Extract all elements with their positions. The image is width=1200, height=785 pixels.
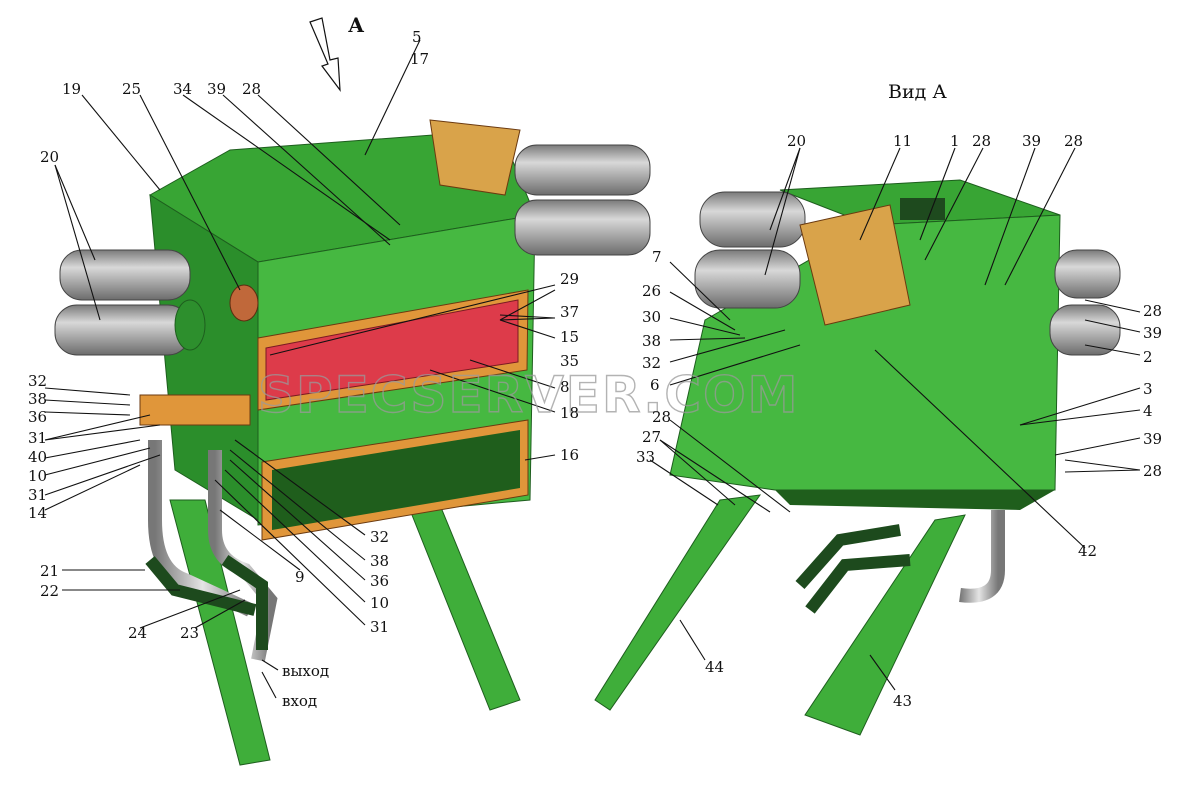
right-cylinders-left-view — [514, 144, 651, 256]
part-label: 16 — [560, 446, 579, 464]
part-label: 5 — [412, 28, 422, 46]
watermark-text: SPECSERVER.COM — [258, 366, 799, 424]
part-label: 10 — [370, 594, 389, 612]
part-label: 39 — [1022, 132, 1041, 150]
part-label: 25 — [122, 80, 141, 98]
right-part-labels: 20 11 1 28 39 28 7 26 30 38 32 6 28 39 2… — [636, 132, 1162, 710]
part-label: 27 — [642, 428, 661, 446]
right-view-cylinder-top — [699, 191, 806, 248]
leader-lines — [44, 39, 1141, 691]
part-label: 34 — [173, 80, 192, 98]
part-label: 24 — [128, 624, 147, 642]
right-body-bottom — [775, 490, 1055, 510]
part-label: 31 — [28, 486, 47, 504]
part-label: 39 — [1143, 430, 1162, 448]
part-label: 39 — [1143, 324, 1162, 342]
part-label: 4 — [1143, 402, 1153, 420]
right-leg-front — [594, 494, 762, 711]
part-label: 28 — [1064, 132, 1083, 150]
part-label: 28 — [972, 132, 991, 150]
part-label: 21 — [40, 562, 59, 580]
part-label: 42 — [1078, 542, 1097, 560]
right-hose-2 — [805, 554, 911, 614]
part-label: 32 — [370, 528, 389, 546]
part-label: 38 — [28, 390, 47, 408]
part-label: 32 — [28, 372, 47, 390]
lower-outlet-opening — [272, 430, 520, 530]
part-label: 3 — [1143, 380, 1153, 398]
part-label: 7 — [652, 248, 662, 266]
part-label: 28 — [1143, 302, 1162, 320]
right-hose-1 — [795, 524, 901, 589]
part-label: 20 — [40, 148, 59, 166]
switch-plate — [799, 204, 911, 326]
right-view-cylinder-far-top — [1054, 249, 1121, 299]
left-part-labels: 5 17 19 25 34 39 28 20 29 37 15 35 8 18 … — [28, 28, 579, 642]
right-view-cylinder-bottom — [694, 249, 801, 309]
part-label: 43 — [893, 692, 912, 710]
right-assembly-view — [594, 179, 1121, 736]
right-pipe-1 — [959, 510, 1005, 603]
part-label: 6 — [650, 376, 660, 394]
pipe-left — [148, 440, 253, 617]
part-label: 8 — [560, 378, 570, 396]
left-leg-front — [169, 499, 271, 766]
part-label: 26 — [642, 282, 661, 300]
top-bracket-plate — [429, 119, 521, 196]
part-label: 23 — [180, 624, 199, 642]
part-label: 37 — [560, 303, 579, 321]
part-label: 22 — [40, 582, 59, 600]
part-label: 31 — [28, 429, 47, 447]
view-title: Вид А — [888, 81, 947, 103]
round-port — [229, 284, 259, 322]
part-label: 40 — [28, 448, 47, 466]
part-label: 28 — [242, 80, 261, 98]
part-label: 29 — [560, 270, 579, 288]
part-label: 30 — [642, 308, 661, 326]
flow-in-label: вход — [282, 692, 317, 710]
part-label: 11 — [893, 132, 912, 150]
part-label: 35 — [560, 352, 579, 370]
part-label: 15 — [560, 328, 579, 346]
part-label: 38 — [370, 552, 389, 570]
manifold-bar — [139, 394, 251, 426]
part-label: 18 — [560, 404, 579, 422]
view-arrow-letter: А — [348, 13, 365, 37]
part-label: 20 — [787, 132, 806, 150]
part-label: 33 — [636, 448, 655, 466]
part-label: 36 — [28, 408, 47, 426]
part-label: 2 — [1143, 348, 1153, 366]
view-arrow — [309, 17, 341, 92]
part-label: 17 — [410, 50, 429, 68]
flow-out-label: выход — [282, 662, 329, 680]
part-label: 9 — [295, 568, 305, 586]
part-label: 1 — [950, 132, 960, 150]
part-label: 10 — [28, 467, 47, 485]
right-leg-rear — [804, 514, 966, 736]
part-label: 14 — [28, 504, 47, 522]
left-assembly-view — [54, 17, 651, 766]
right-body-slot — [900, 198, 945, 220]
left-leg-rear — [409, 504, 521, 711]
right-view-cylinder-far-bottom — [1049, 304, 1121, 356]
part-label: 28 — [652, 408, 671, 426]
part-label: 44 — [705, 658, 724, 676]
part-label: 28 — [1143, 462, 1162, 480]
part-label: 31 — [370, 618, 389, 636]
part-label: 38 — [642, 332, 661, 350]
left-cylinders — [54, 249, 206, 356]
part-label: 36 — [370, 572, 389, 590]
part-label: 19 — [62, 80, 81, 98]
upper-vent-red-panel — [265, 299, 519, 401]
part-label: 39 — [207, 80, 226, 98]
part-label: 32 — [642, 354, 661, 372]
hose-right — [221, 555, 268, 650]
